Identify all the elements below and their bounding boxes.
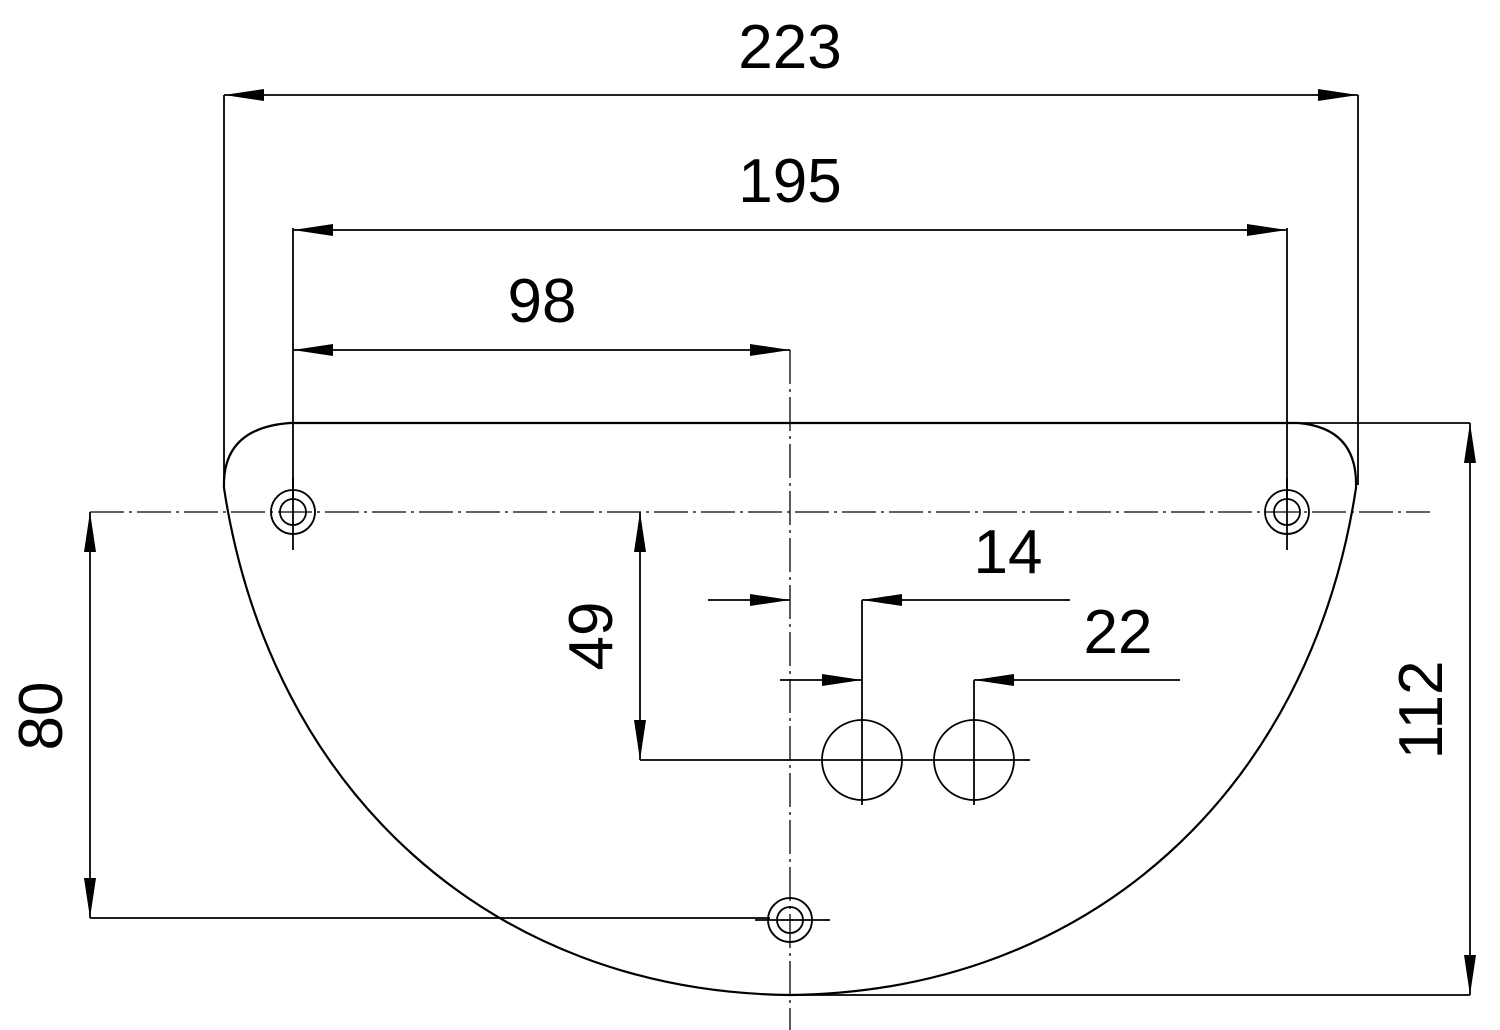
dimension-22: 22: [780, 598, 1180, 686]
dimension-112: 112: [790, 422, 1476, 996]
dim-98-text: 98: [508, 267, 577, 336]
dimension-223: 223: [223, 13, 1359, 485]
pin-hole-2: [933, 680, 1015, 805]
pin-hole-1: [821, 600, 903, 805]
mounting-hole-bottom: [755, 897, 830, 943]
dim-14-text: 14: [974, 518, 1043, 587]
dimension-98: 98: [293, 267, 790, 356]
dim-80-text: 80: [7, 682, 76, 751]
dim-223-text: 223: [738, 13, 841, 82]
dimension-14: 14: [708, 518, 1070, 606]
dim-49-text: 49: [557, 602, 626, 671]
dimension-195: 195: [292, 147, 1288, 500]
dim-195-text: 195: [738, 147, 841, 216]
dim-22-text: 22: [1084, 598, 1153, 667]
dim-112-text: 112: [1387, 661, 1456, 760]
dimension-80: 80: [7, 512, 770, 919]
dimension-49: 49: [557, 512, 646, 760]
